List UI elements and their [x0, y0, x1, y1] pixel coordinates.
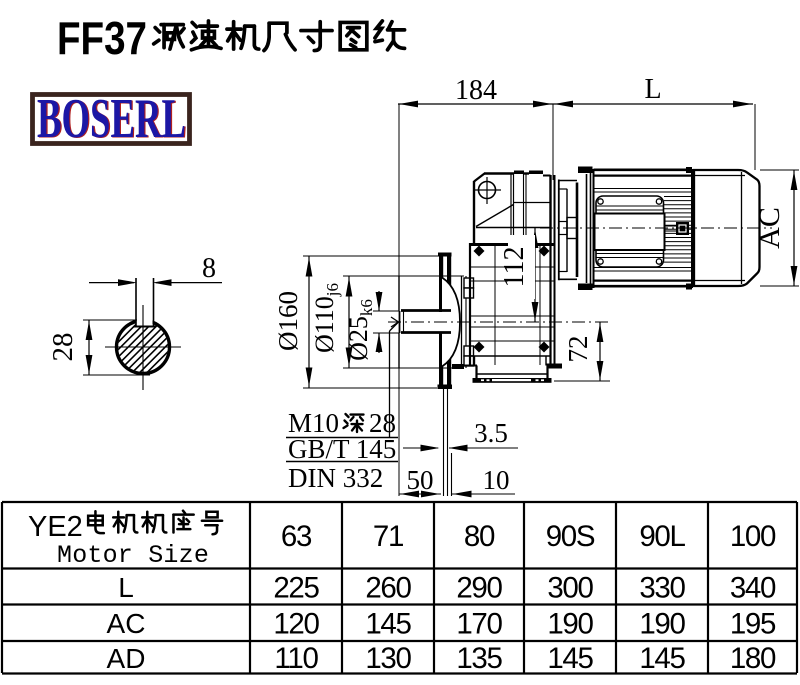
svg-text:260: 260	[365, 572, 411, 605]
svg-text:180: 180	[730, 642, 776, 675]
svg-text:135: 135	[456, 642, 502, 675]
svg-text:Motor Size: Motor Size	[57, 541, 209, 570]
svg-text:195: 195	[730, 608, 776, 641]
svg-text:190: 190	[547, 608, 593, 641]
svg-text:FF37: FF37	[57, 12, 147, 64]
svg-text:112: 112	[499, 247, 530, 288]
svg-text:145: 145	[639, 642, 685, 675]
svg-text:330: 330	[639, 572, 685, 605]
svg-text:290: 290	[456, 572, 502, 605]
svg-text:3.5: 3.5	[474, 418, 508, 448]
svg-text:145: 145	[547, 642, 593, 675]
svg-text:L: L	[644, 74, 661, 105]
svg-text:YE2: YE2	[28, 511, 83, 543]
svg-text:184: 184	[455, 75, 497, 106]
svg-text:80: 80	[464, 520, 495, 553]
svg-text:AD: AD	[107, 643, 146, 674]
svg-text:50: 50	[407, 465, 434, 495]
svg-text:340: 340	[730, 572, 776, 605]
svg-text:110: 110	[274, 642, 318, 675]
svg-text:225: 225	[273, 572, 319, 605]
svg-text:AC: AC	[107, 608, 146, 639]
svg-text:BOSERL: BOSERL	[38, 89, 187, 151]
svg-text:GB/T 145: GB/T 145	[288, 434, 396, 464]
svg-text:190: 190	[639, 608, 685, 641]
svg-text:90L: 90L	[639, 520, 685, 553]
svg-text:120: 120	[273, 608, 319, 641]
svg-text:8: 8	[202, 253, 216, 284]
svg-text:28: 28	[47, 333, 79, 362]
svg-text:63: 63	[281, 520, 312, 553]
svg-text:100: 100	[730, 520, 776, 553]
svg-text:BOSERL: BOSERL	[37, 88, 186, 150]
svg-text:Ø25k6: Ø25k6	[344, 299, 376, 361]
svg-text:Ø160: Ø160	[273, 291, 303, 351]
svg-text:72: 72	[563, 336, 593, 363]
svg-text:28: 28	[369, 408, 396, 438]
svg-text:L: L	[118, 572, 134, 603]
svg-text:90S: 90S	[546, 520, 595, 553]
svg-text:71: 71	[373, 520, 403, 553]
svg-text:M10: M10	[288, 408, 339, 438]
svg-text:10: 10	[483, 465, 510, 495]
svg-text:130: 130	[365, 642, 411, 675]
svg-text:145: 145	[365, 608, 411, 641]
svg-text:300: 300	[547, 572, 593, 605]
svg-text:170: 170	[456, 608, 502, 641]
svg-text:DIN 332: DIN 332	[288, 463, 383, 493]
